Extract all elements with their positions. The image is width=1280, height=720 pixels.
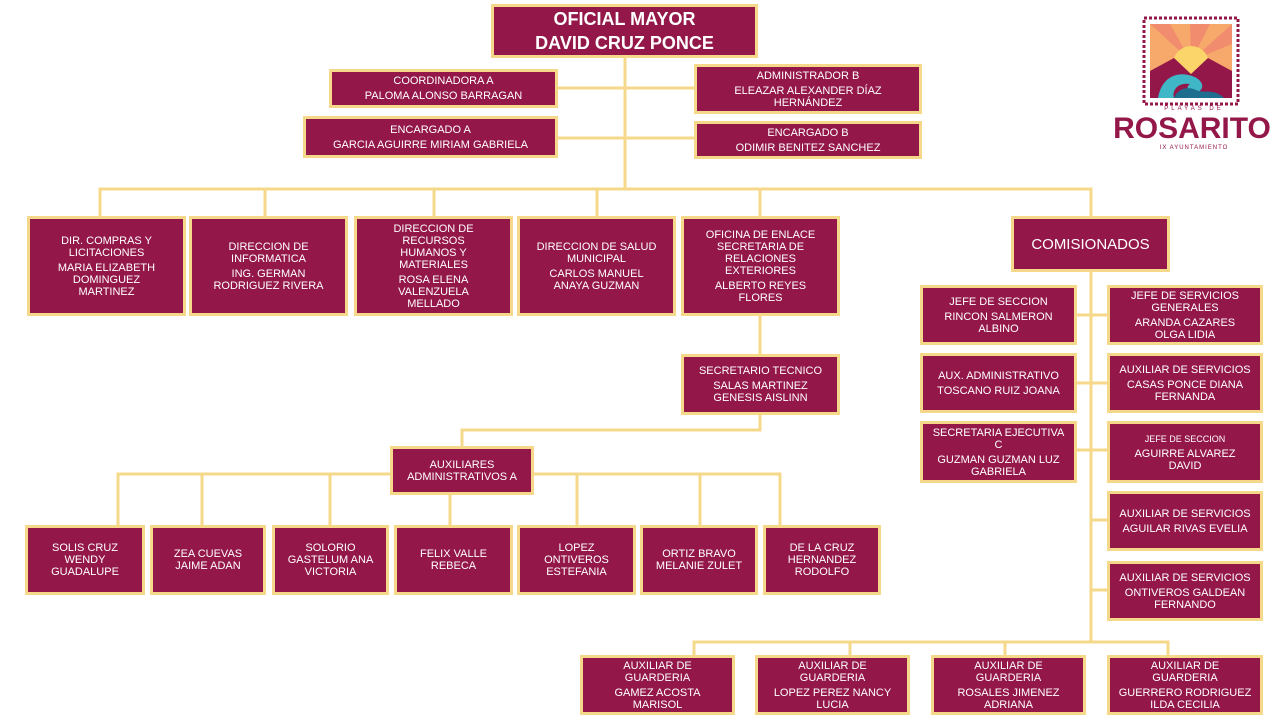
box-title: COORDINADORA A: [393, 75, 494, 87]
box-title: DIR. COMPRAS Y LICITACIONES: [61, 234, 152, 259]
org-box-administrador-b: ADMINISTRADOR B ELEAZAR ALEXANDER DÍAZ H…: [694, 64, 922, 114]
box-name: ALBERTO REYES FLORES: [714, 279, 807, 304]
box-name: DAVID CRUZ PONCE: [535, 33, 714, 53]
box-name: FELIX VALLE REBECA: [419, 548, 488, 572]
box-title: COMISIONADOS: [1031, 235, 1150, 253]
box-title: AUXILIAR DE GUARDERIA: [623, 659, 692, 684]
box-title: AUX. ADMINISTRATIVO: [938, 369, 1059, 382]
box-name: ELEAZAR ALEXANDER DÍAZ HERNÁNDEZ: [734, 84, 882, 109]
org-box-relaciones-exteriores: OFICINA DE ENLACE SECRETARIA DE RELACION…: [681, 216, 840, 316]
box-name: ODIMIR BENITEZ SANCHEZ: [735, 141, 881, 154]
box-title: OFICIAL MAYOR: [553, 9, 696, 29]
org-box-auxiliares-administrativos: AUXILIARES ADMINISTRATIVOS A: [390, 446, 534, 495]
box-title: AUXILIAR DE GUARDERIA: [1150, 659, 1220, 684]
org-box-coordinadora: COORDINADORA A PALOMA ALONSO BARRAGAN: [329, 69, 558, 108]
box-name: AGUILAR RIVAS EVELIA: [1122, 522, 1248, 535]
org-box-aux-person: ZEA CUEVAS JAIME ADAN: [150, 525, 266, 595]
box-title: ENCARGADO B: [767, 126, 849, 139]
box-name: SOLORIO GASTELUM ANA VICTORIA: [287, 542, 374, 578]
org-box-informatica: DIRECCION DE INFORMATICA ING. GERMAN ROD…: [189, 216, 348, 316]
box-name: RINCON SALMERON ALBINO: [944, 310, 1053, 335]
box-title: OFICINA DE ENLACE SECRETARIA DE RELACION…: [705, 228, 816, 277]
box-name: SOLIS CRUZ WENDY GUADALUPE: [51, 542, 119, 578]
logo-brand-text: ROSARITO: [1113, 112, 1271, 145]
org-box-encargado-b: ENCARGADO B ODIMIR BENITEZ SANCHEZ: [694, 121, 922, 159]
box-title: DIRECCION DE RECURSOS HUMANOS Y MATERIAL…: [393, 222, 474, 271]
org-box-aux-person: FELIX VALLE REBECA: [394, 525, 513, 595]
logo-top-text: PLAYAS DE: [1164, 106, 1224, 112]
box-name: PALOMA ALONSO BARRAGAN: [364, 90, 523, 102]
box-name: ONTIVEROS GALDEAN FERNANDO: [1124, 586, 1246, 611]
box-name: ORTIZ BRAVO MELANIE ZULET: [655, 548, 743, 572]
box-title: ADMINISTRADOR B: [756, 69, 860, 82]
org-box-compras: DIR. COMPRAS Y LICITACIONES MARIA ELIZAB…: [27, 216, 186, 316]
logo-sub-text: IX AYUNTAMIENTO: [1159, 145, 1229, 151]
box-title: AUXILIAR DE SERVICIOS: [1119, 571, 1251, 584]
box-name: CASAS PONCE DIANA FERNANDA: [1126, 378, 1244, 403]
box-name: SALAS MARTINEZ GENESIS AISLINN: [713, 380, 808, 404]
box-name: GUZMAN GUZMAN LUZ GABRIELA: [937, 453, 1060, 478]
box-title: DIRECCION DE INFORMATICA: [228, 240, 309, 265]
org-box-aux-administrativo-toscano: AUX. ADMINISTRATIVO TOSCANO RUIZ JOANA: [920, 353, 1077, 413]
box-title: JEFE DE SERVICIOS GENERALES: [1131, 289, 1239, 314]
box-name: ROSALES JIMENEZ ADRIANA: [957, 686, 1060, 711]
box-title: AUXILIAR DE GUARDERIA: [798, 659, 867, 684]
org-box-aux-person: ORTIZ BRAVO MELANIE ZULET: [640, 525, 758, 595]
org-box-guarderia: AUXILIAR DE GUARDERIA GUERRERO RODRIGUEZ…: [1107, 655, 1263, 715]
org-box-aux-person: LOPEZ ONTIVEROS ESTEFANIA: [517, 525, 636, 595]
box-title: AUXILIAR DE SERVICIOS: [1119, 507, 1251, 520]
org-box-encargado-a: ENCARGADO A GARCIA AGUIRRE MIRIAM GABRIE…: [303, 116, 558, 158]
box-name: MARIA ELIZABETH DOMINGUEZ MARTINEZ: [57, 261, 156, 298]
org-box-guarderia: AUXILIAR DE GUARDERIA ROSALES JIMENEZ AD…: [931, 655, 1086, 715]
org-box-aux-person: SOLORIO GASTELUM ANA VICTORIA: [272, 525, 389, 595]
box-title: DIRECCION DE SALUD MUNICIPAL: [536, 240, 657, 265]
box-name: GARCIA AGUIRRE MIRIAM GABRIELA: [333, 138, 528, 151]
box-name: ING. GERMAN RODRIGUEZ RIVERA: [213, 267, 324, 292]
box-title: AUXILIARES ADMINISTRATIVOS A: [407, 458, 517, 483]
box-title: SECRETARIA EJECUTIVA C: [932, 426, 1065, 451]
box-name: CARLOS MANUEL ANAYA GUZMAN: [549, 267, 644, 292]
box-title: JEFE DE SECCION: [1144, 433, 1226, 444]
box-name: ZEA CUEVAS JAIME ADAN: [173, 548, 243, 572]
org-box-guarderia: AUXILIAR DE GUARDERIA LOPEZ PEREZ NANCY …: [755, 655, 910, 715]
org-box-salud-municipal: DIRECCION DE SALUD MUNICIPAL CARLOS MANU…: [517, 216, 676, 316]
box-name: LOPEZ ONTIVEROS ESTEFANIA: [544, 542, 609, 578]
org-box-oficial-mayor: OFICIAL MAYOR DAVID CRUZ PONCE: [491, 4, 758, 58]
box-name: GAMEZ ACOSTA MARISOL: [614, 686, 701, 711]
box-title: AUXILIAR DE GUARDERIA: [974, 659, 1043, 684]
org-box-aux-servicios-aguilar: AUXILIAR DE SERVICIOS AGUILAR RIVAS EVEL…: [1107, 491, 1263, 551]
org-box-jefe-seccion-rincon: JEFE DE SECCION RINCON SALMERON ALBINO: [920, 285, 1077, 345]
org-box-aux-servicios-casas: AUXILIAR DE SERVICIOS CASAS PONCE DIANA …: [1107, 353, 1263, 413]
org-box-recursos-humanos: DIRECCION DE RECURSOS HUMANOS Y MATERIAL…: [354, 216, 513, 316]
box-name: LOPEZ PEREZ NANCY LUCIA: [773, 686, 892, 711]
box-title: AUXILIAR DE SERVICIOS: [1119, 363, 1251, 376]
org-box-guarderia: AUXILIAR DE GUARDERIA GAMEZ ACOSTA MARIS…: [580, 655, 735, 715]
box-name: TOSCANO RUIZ JOANA: [937, 384, 1060, 397]
org-box-aux-servicios-ontiveros: AUXILIAR DE SERVICIOS ONTIVEROS GALDEAN …: [1107, 561, 1263, 621]
org-box-comisionados: COMISIONADOS: [1011, 216, 1170, 272]
box-title: SECRETARIO TECNICO: [698, 365, 823, 377]
org-box-jefe-servicios-generales: JEFE DE SERVICIOS GENERALES ARANDA CAZAR…: [1107, 285, 1263, 345]
org-box-aux-person: DE LA CRUZ HERNANDEZ RODOLFO: [763, 525, 881, 595]
org-box-secretaria-ejecutiva: SECRETARIA EJECUTIVA C GUZMAN GUZMAN LUZ…: [920, 421, 1077, 483]
box-title: JEFE DE SECCION: [949, 295, 1048, 308]
box-name: DE LA CRUZ HERNANDEZ RODOLFO: [787, 542, 857, 578]
box-name: ARANDA CAZARES OLGA LIDIA: [1134, 316, 1236, 341]
org-box-jefe-seccion-aguirre: JEFE DE SECCION AGUIRRE ALVAREZ DAVID: [1107, 421, 1263, 483]
rosarito-sun-wave-logo: [1142, 16, 1240, 106]
box-name: ROSA ELENA VALENZUELA MELLADO: [398, 273, 469, 310]
org-box-secretario-tecnico: SECRETARIO TECNICO SALAS MARTINEZ GENESI…: [681, 354, 840, 415]
org-box-aux-person: SOLIS CRUZ WENDY GUADALUPE: [25, 525, 145, 595]
box-title: ENCARGADO A: [390, 123, 471, 136]
box-name: GUERRERO RODRIGUEZ ILDA CECILIA: [1118, 686, 1252, 711]
box-name: AGUIRRE ALVAREZ DAVID: [1134, 447, 1236, 472]
